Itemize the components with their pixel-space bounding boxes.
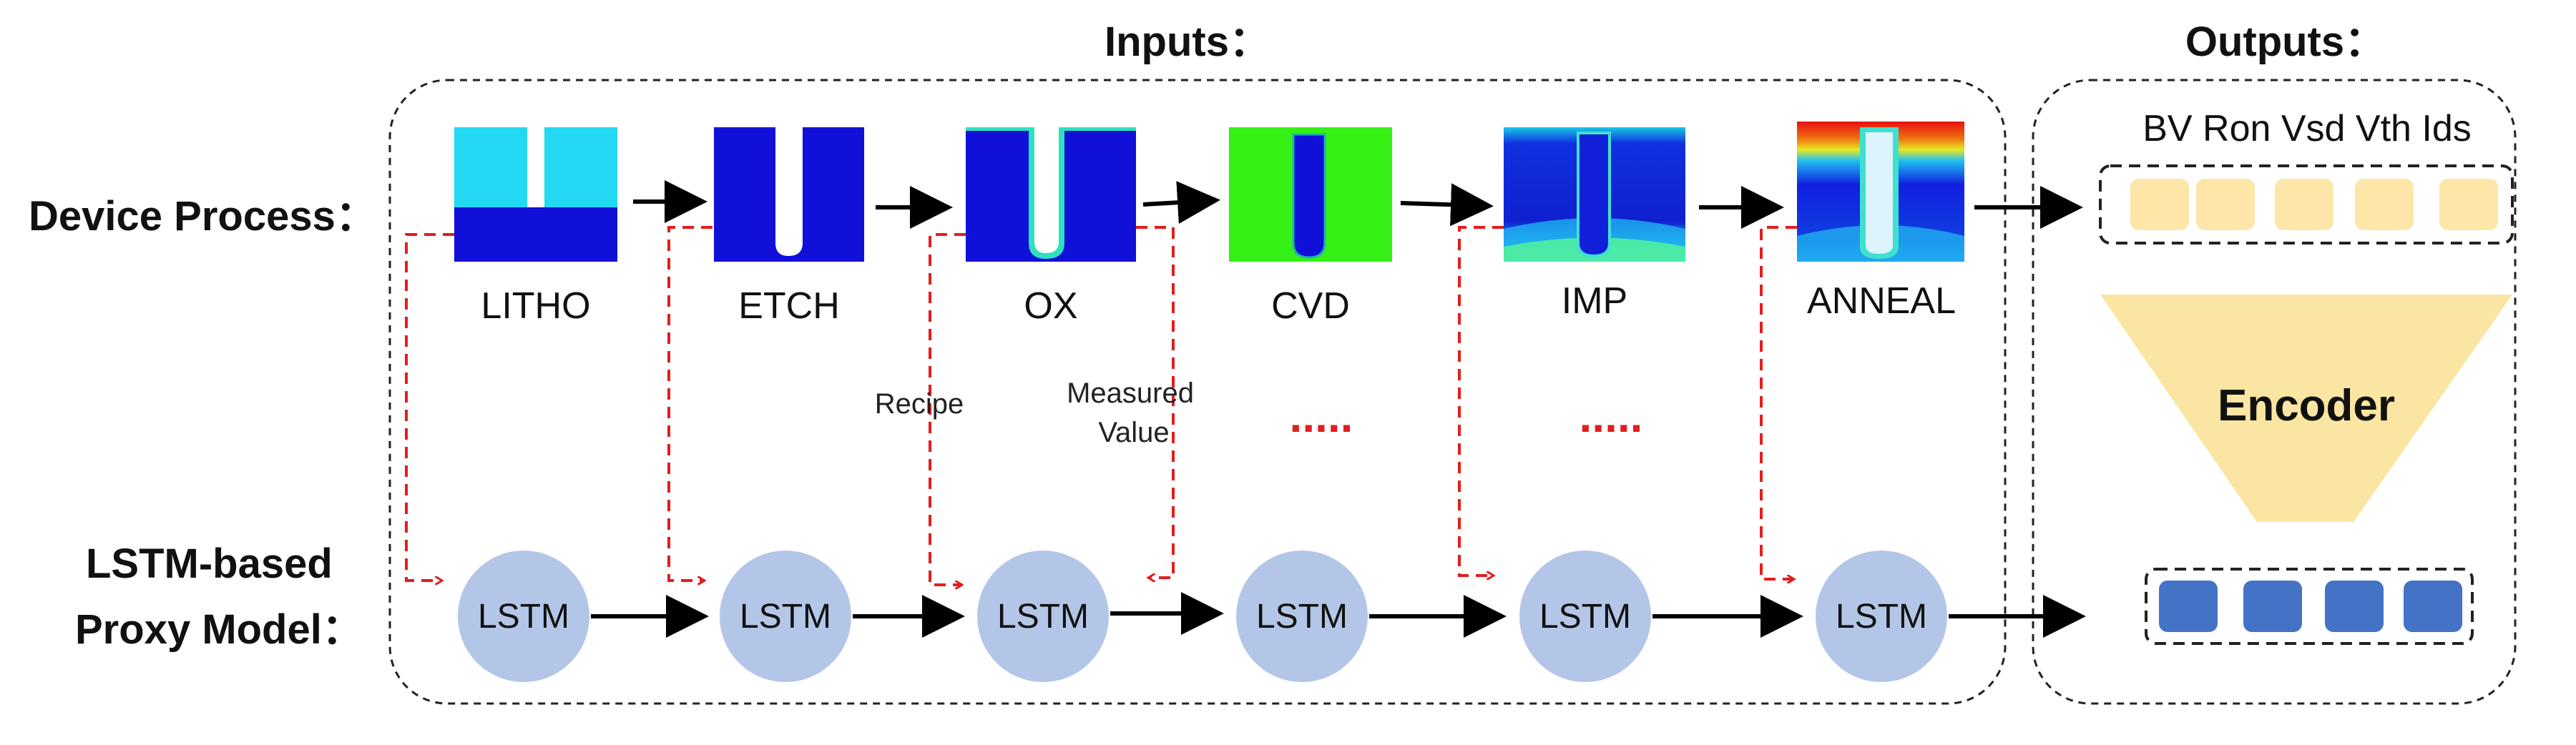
feature-cell-bv [2130,179,2189,230]
latent-vector-box [2145,568,2474,645]
arrow-ox-cvd [1142,181,1220,225]
ox-image [966,127,1136,262]
step-label-cvd: CVD [1271,285,1350,327]
recipe-connectors [405,226,1797,585]
encoder-label: Encoder [2218,381,2395,430]
lstm-cell-5 [1519,551,1651,682]
feature-cell-ids [2439,179,2498,230]
lstm-cell-1 [458,551,589,682]
output-feature-cells [2130,179,2498,230]
lstm-label-5: LSTM [1539,598,1631,636]
proxy-model-label-line2: Proxy Model： [75,606,363,653]
anneal-image [1797,122,1964,262]
latent-cell-1 [2159,581,2218,632]
cvd-image [1229,127,1392,262]
latent-cells [2159,581,2462,632]
lstm-arrows [591,592,2086,638]
feature-cell-vth [2355,179,2414,230]
measured-annotation-line2: Value [1098,417,1169,448]
outputs-header: Outputs： [2185,19,2386,65]
connector-etch [667,226,712,581]
connector-ox-recipe [929,233,966,585]
etch-image [714,127,864,262]
step-label-anneal: ANNEAL [1807,280,1956,322]
recipe-annotation: Recipe [875,388,964,420]
inputs-box [388,79,2007,705]
lstm-cell-4 [1236,551,1368,682]
feature-cell-ron [2196,179,2255,230]
step-label-ox: OX [1024,285,1077,327]
inputs-header: Inputs： [1105,19,1270,65]
step-label-etch: ETCH [738,285,840,327]
connector-litho [405,233,454,581]
process-arrows [633,180,2083,229]
arrow-cvd-imp [1400,183,1494,227]
imp-image [1504,127,1685,262]
lstm-label-6: LSTM [1836,598,1927,636]
lstm-label-2: LSTM [740,598,831,636]
lstm-label-4: LSTM [1256,598,1348,636]
outputs-box [2032,79,2517,705]
encoder-shape [2100,295,2512,522]
lstm-cell-6 [1816,551,1947,682]
connector-imp [1458,226,1504,576]
lstm-label-3: LSTM [997,598,1089,636]
litho-image [454,127,617,262]
latent-cell-4 [2404,581,2462,632]
connector-anneal [1760,226,1797,579]
feature-cell-vsd [2275,179,2333,230]
lstm-cell-2 [720,551,851,682]
device-process-label: Device Process： [29,193,377,240]
lstm-chain: LSTM LSTM LSTM LSTM LSTM LSTM [458,551,1947,682]
step-label-imp: IMP [1562,280,1627,322]
step-label-litho: LITHO [481,285,590,327]
ellipsis-cvd: ..... [1290,390,1353,442]
measured-annotation-line1: Measured [1067,378,1194,409]
step-labels: LITHO ETCH OX CVD IMP ANNEAL [481,280,1956,327]
latent-cell-3 [2325,581,2384,632]
proxy-model-label-line1: LSTM-based [86,541,333,587]
connector-ox-measured [1136,226,1175,578]
lstm-cell-3 [977,551,1109,682]
latent-cell-2 [2243,581,2302,632]
output-features-box [2099,164,2514,245]
ellipsis-imp: ..... [1580,390,1643,442]
output-metrics-line: BV Ron Vsd Vth Ids [2142,108,2472,149]
lstm-label-1: LSTM [478,598,569,636]
